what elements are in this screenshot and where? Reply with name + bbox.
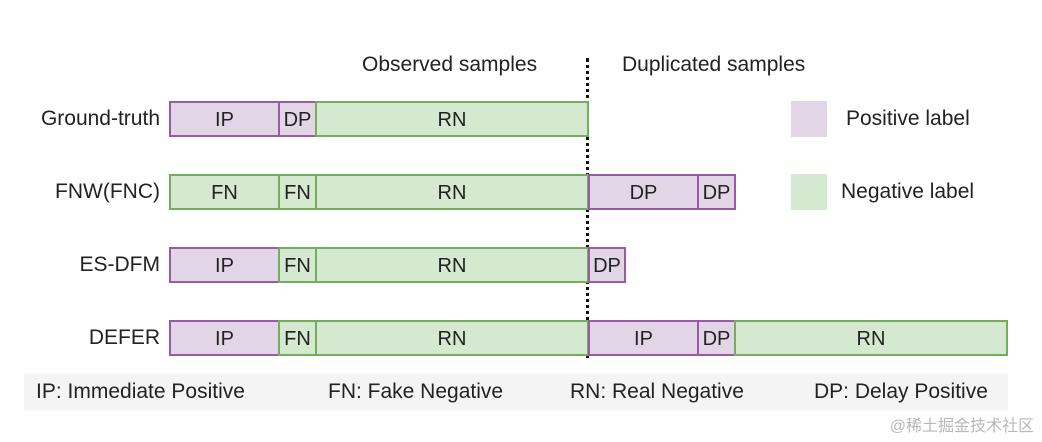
esdfm-fn-segment: FN [278,247,317,283]
negative-label-swatch [791,174,827,210]
fnw-fn-segment-1: FN [169,174,280,210]
defer-dp-segment: DP [697,320,736,356]
duplicated-samples-header: Duplicated samples [622,53,806,76]
defer-rn-segment-1: RN [315,320,589,356]
ground-truth-dp-segment: DP [278,101,317,137]
row-label-es-dfm: ES-DFM [79,253,161,276]
esdfm-rn-segment: RN [315,247,589,283]
abbreviation-footer: IP: Immediate Positive FN: Fake Negative… [24,374,1008,410]
negative-label-text: Negative label [841,180,975,203]
ground-truth-ip-segment: IP [169,101,280,137]
footer-fn-definition: FN: Fake Negative [328,380,504,403]
footer-ip-definition: IP: Immediate Positive [36,380,245,403]
fnw-dp-segment-1: DP [588,174,699,210]
defer-fn-segment: FN [278,320,317,356]
observed-samples-header: Observed samples [362,53,538,76]
defer-ip-segment-1: IP [169,320,280,356]
esdfm-dp-segment: DP [588,247,626,283]
row-label-defer: DEFER [88,326,160,349]
fnw-dp-segment-2: DP [697,174,736,210]
positive-label-swatch [791,101,827,137]
footer-rn-definition: RN: Real Negative [570,380,744,403]
esdfm-ip-segment: IP [169,247,280,283]
defer-rn-segment-2: RN [734,320,1008,356]
row-label-fnw-fnc: FNW(FNC) [55,180,160,203]
fnw-fn-segment-2: FN [278,174,317,210]
footer-dp-definition: DP: Delay Positive [814,380,988,403]
fnw-rn-segment: RN [315,174,589,210]
positive-label-text: Positive label [846,107,970,130]
row-label-ground-truth: Ground-truth [40,107,160,130]
watermark-text: @稀土掘金技术社区 [889,418,1034,435]
ground-truth-rn-segment: RN [315,101,589,137]
defer-ip-segment-2: IP [588,320,699,356]
